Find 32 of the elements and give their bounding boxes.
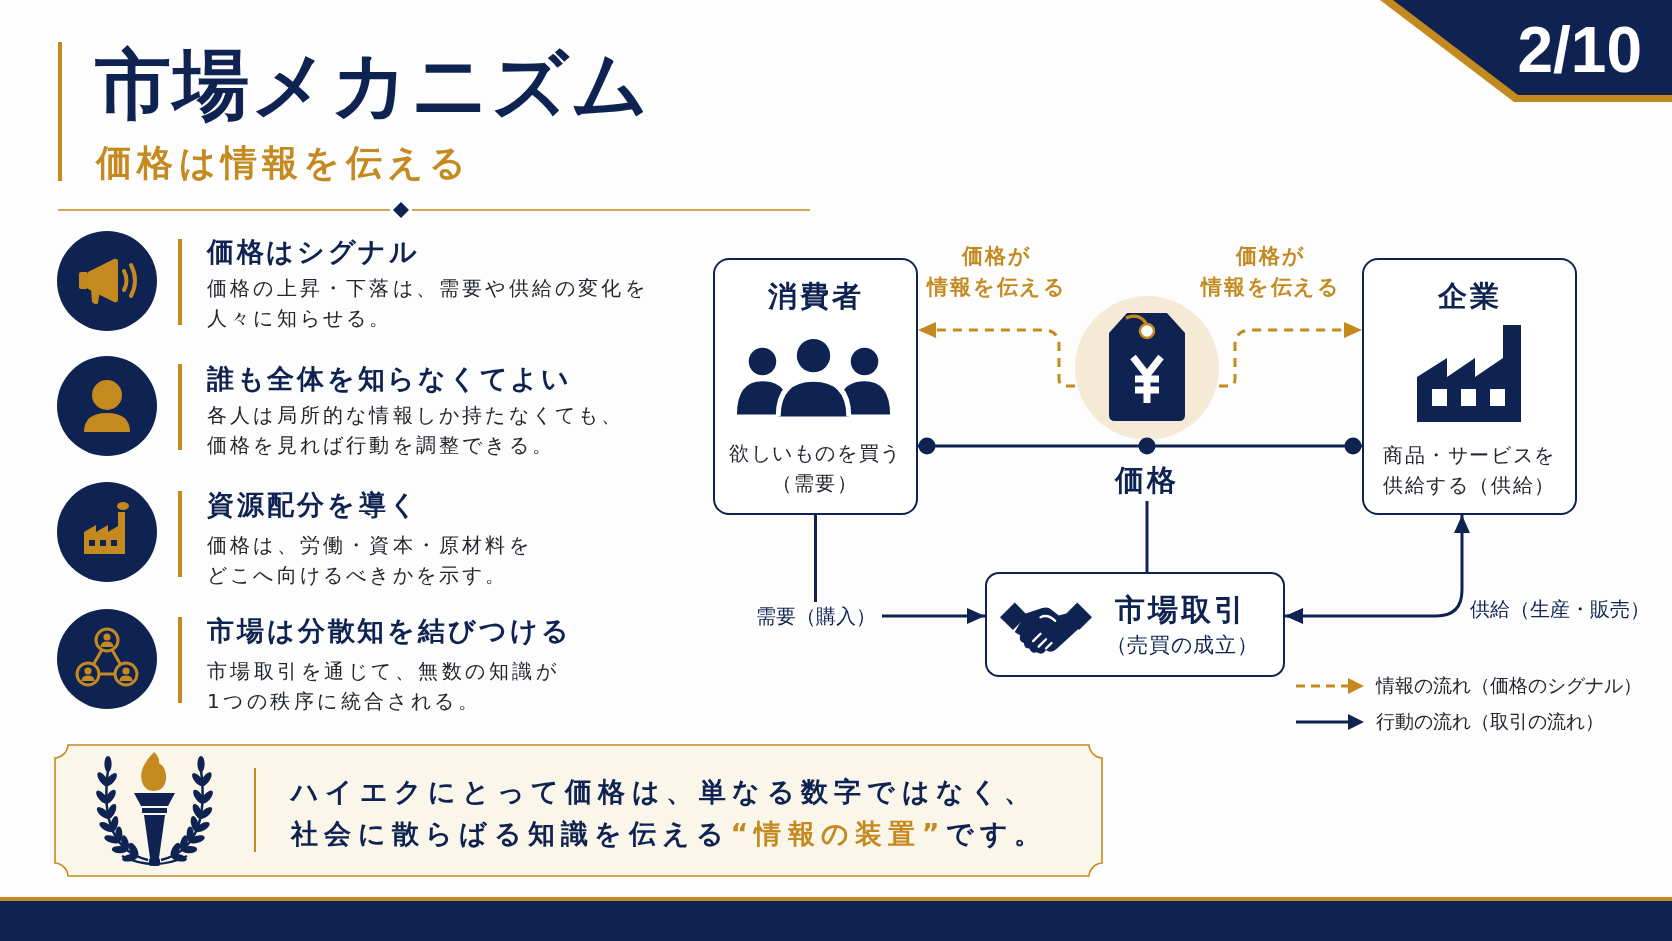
- slide-title: 市場メカニズム: [95, 40, 652, 130]
- price-label: 価格: [1115, 463, 1179, 497]
- price-tag-icon: [1075, 296, 1219, 440]
- connector-line: [1145, 501, 1149, 572]
- item-heading: 誰も全体を知らなくてよい: [207, 362, 572, 396]
- double-arrow: [1285, 515, 1470, 624]
- item-heading: 価格はシグナル: [207, 235, 420, 269]
- quote-text: ハイエクにとって価格は、単なる数字ではなく、社会に散らばる知識を伝える“情報の装置”です。: [291, 775, 1049, 851]
- item-heading: 市場は分散知を結びつける: [207, 614, 572, 648]
- actor-box: [713, 258, 918, 515]
- box-text: （売買の成立）: [1105, 631, 1259, 659]
- actor-box: [1362, 258, 1577, 515]
- corner-badge: [1380, 0, 1672, 102]
- item-text: 価格の上昇・下落は、需要や供給の変化を人々に知らせる。: [207, 275, 649, 332]
- item-text: 市場取引を通じて、無数の知識が1つの秩序に統合される。: [207, 658, 561, 715]
- item-heading: 資源配分を導く: [207, 488, 420, 522]
- item-text: 各人は局所的な情報しか持たなくても、価格を見れば行動を調整できる。: [207, 402, 626, 459]
- item-text: 価格は、労働・資本・原材料をどこへ向けるべきかを示す。: [207, 532, 533, 589]
- legend-text: 情報の流れ（価格のシグナル）: [1376, 674, 1642, 698]
- quote-banner: [54, 744, 1103, 877]
- dashed-arrow: [1219, 322, 1362, 388]
- box-title: 企業: [1437, 278, 1502, 313]
- box-text: 商品・サービスを供給する（供給）: [1382, 441, 1557, 499]
- subtitle: 価格は情報を伝える: [96, 141, 472, 185]
- box-text: 欲しいものを買う（需要）: [728, 439, 903, 497]
- legend-text: 行動の流れ（取引の流れ）: [1376, 710, 1604, 734]
- page-number: 2/10: [1517, 18, 1642, 82]
- market-box: [985, 572, 1285, 677]
- box-title: 消費者: [767, 278, 864, 313]
- box-title: 市場取引: [1115, 591, 1247, 628]
- dot-ended-line: [918, 437, 1362, 455]
- dashed-arrow: [918, 322, 1075, 388]
